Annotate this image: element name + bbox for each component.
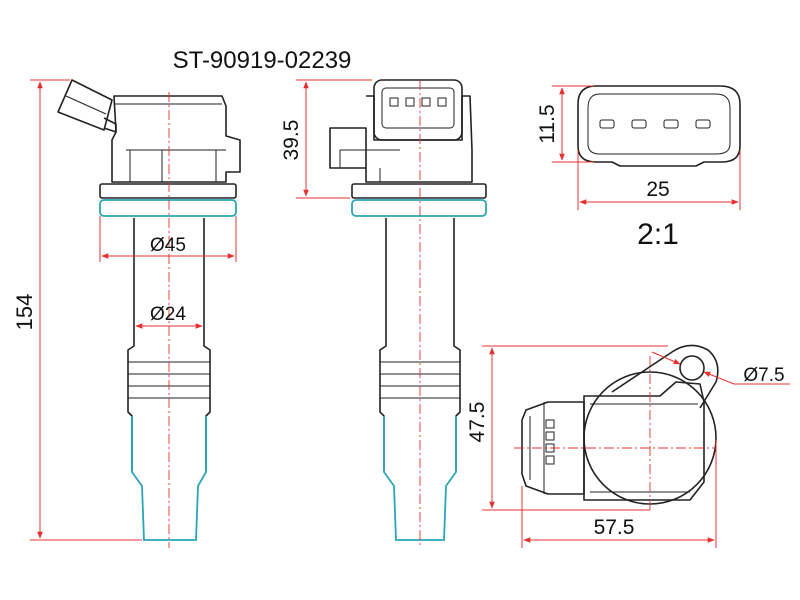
front-view — [57, 79, 241, 548]
top-connector-body — [521, 401, 585, 495]
terminal-4 — [695, 119, 711, 129]
top-view — [514, 344, 719, 512]
terminal-2 — [631, 119, 647, 129]
connector-width-dimension: 25 — [577, 150, 741, 210]
coil-seal — [99, 199, 237, 217]
top-depth-dimension: 47.5 — [466, 345, 668, 511]
total-length-dimension: 154 — [12, 79, 142, 541]
side-view — [329, 79, 487, 548]
connector-height-label: 11.5 — [536, 104, 559, 143]
connector-height-dimension: 11.5 — [536, 85, 594, 163]
connector-face — [577, 85, 741, 167]
seal-diameter-dimension: Ø45 — [99, 216, 237, 262]
terminal-1 — [599, 119, 615, 129]
coil-flange — [99, 183, 237, 199]
top-width-label: 57.5 — [594, 516, 635, 539]
connector-width-label: 25 — [646, 178, 669, 201]
terminal-3 — [663, 119, 679, 129]
total-length-label: 154 — [12, 294, 37, 331]
coil-boot — [131, 416, 207, 541]
side-head — [329, 95, 473, 183]
part-number: ST-90919-02239 — [173, 47, 352, 74]
top-width-dimension: 57.5 — [521, 440, 717, 548]
mount-hole-label: Ø7.5 — [743, 365, 784, 386]
coil-head — [111, 95, 241, 183]
side-flange — [351, 183, 487, 199]
top-connector — [373, 79, 463, 141]
top-housing — [583, 381, 705, 501]
seal-diameter-label: Ø45 — [150, 235, 186, 256]
scale-label: 2:1 — [637, 218, 679, 251]
side-seal — [351, 199, 487, 217]
boot-diameter-dimension: Ø24 — [135, 304, 203, 329]
side-connector — [57, 79, 117, 133]
mount-hole-dimension: Ø7.5 — [651, 351, 790, 386]
mount-hole — [679, 355, 705, 381]
head-height-dimension: 39.5 — [280, 79, 372, 199]
boot-diameter-label: Ø24 — [150, 304, 186, 325]
head-height-label: 39.5 — [280, 120, 303, 161]
top-depth-label: 47.5 — [466, 402, 489, 443]
mounting-ear — [611, 344, 719, 409]
connector-detail — [577, 85, 741, 167]
